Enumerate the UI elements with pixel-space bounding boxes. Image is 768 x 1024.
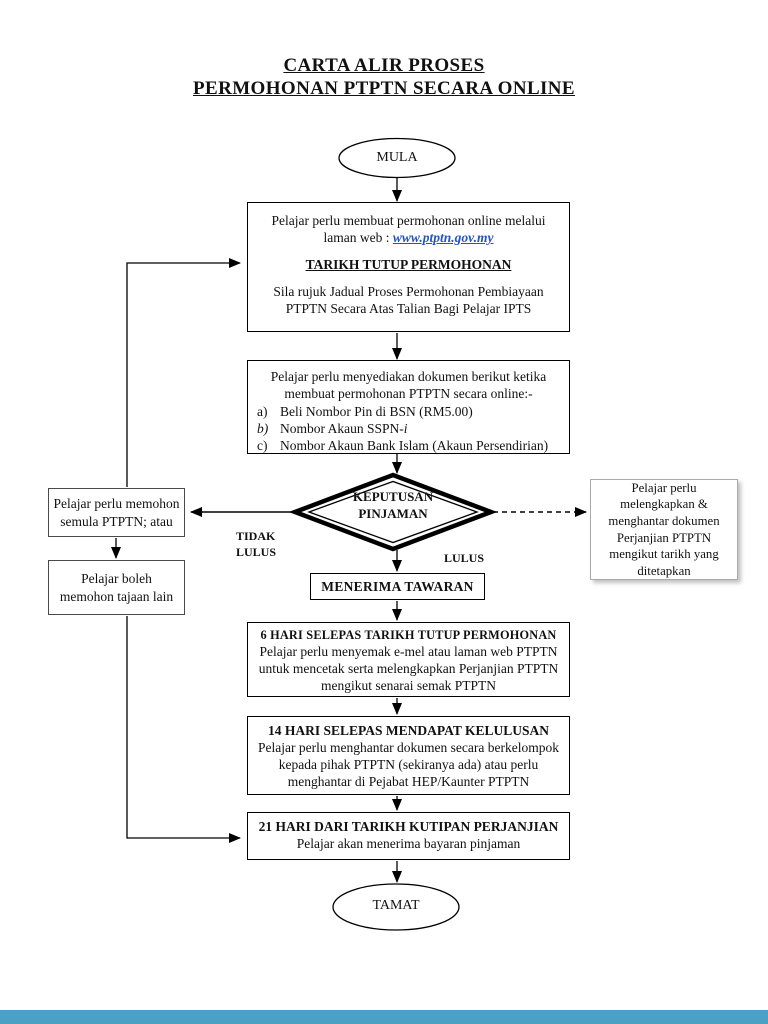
apply-note-line2: PTPTN Secara Atas Talian Bagi Pelajar IP… bbox=[285, 301, 532, 316]
six-days-line1: Pelajar perlu menyemak e-mel atau laman … bbox=[259, 644, 558, 660]
agreement-line6: ditetapkan bbox=[637, 563, 691, 578]
footer-accent-bar bbox=[0, 1010, 768, 1024]
fourteen-days-line2: kepada pihak PTPTN (sekiranya ada) atau … bbox=[278, 757, 539, 772]
branch-label-lulus: LULUS bbox=[444, 551, 485, 565]
documents-box: Pelajar perlu menyediakan dokumen beriku… bbox=[247, 360, 570, 454]
page-title-line1: CARTA ALIR PROSES bbox=[283, 55, 485, 76]
branch-label-tidak-lulus: TIDAK LULUS bbox=[236, 529, 277, 559]
agreement-line2: melengkapkan & bbox=[620, 497, 708, 512]
reapply-line1: Pelajar perlu memohon bbox=[53, 495, 180, 511]
document-item-c: c) Nombor Akaun Bank Islam (Akaun Persen… bbox=[257, 437, 569, 454]
line-other-to-payment bbox=[126, 616, 241, 843]
item-c-text: Nombor Akaun Bank Islam (Akaun Persendir… bbox=[280, 438, 549, 453]
agreement-line1: Pelajar perlu bbox=[631, 480, 697, 495]
item-a-text: Beli Nombor Pin di BSN (RM5.00) bbox=[280, 404, 473, 419]
offer-acceptance-box: MENERIMA TAWARAN bbox=[310, 573, 485, 600]
reapply-line2: semula PTPTN; atau bbox=[60, 513, 173, 529]
fourteen-days-title: 14 HARI SELEPAS MENDAPAT KELULUSAN bbox=[267, 723, 550, 738]
fourteen-days-line1: Pelajar perlu menghantar dokumen secara … bbox=[257, 740, 559, 755]
page-title-line2: PERMOHONAN PTPTN SECARA ONLINE bbox=[193, 78, 575, 100]
six-days-box: 6 HARI SELEPAS TARIKH TUTUP PERMOHONAN P… bbox=[247, 622, 570, 697]
six-days-title: 6 HARI SELEPAS TARIKH TUTUP PERMOHONAN bbox=[260, 628, 557, 642]
feedback-line-reapply-to-apply bbox=[126, 258, 241, 487]
twentyone-days-box: 21 HARI DARI TARIKH KUTIPAN PERJANJIAN P… bbox=[247, 812, 570, 860]
fourteen-days-line3: menghantar di Pejabat HEP/Kaunter PTPTN bbox=[287, 774, 530, 789]
six-days-line2: untuk mencetak serta melengkapkan Perjan… bbox=[258, 661, 559, 677]
apply-line2-prefix: laman web : bbox=[323, 230, 393, 245]
agreement-line5: mengikut tarikh yang bbox=[609, 547, 719, 562]
offer-label: MENERIMA TAWARAN bbox=[321, 579, 474, 594]
reapply-box: Pelajar perlu memohon semula PTPTN; atau bbox=[48, 488, 185, 537]
decision-line2: PINJAMAN bbox=[358, 505, 428, 521]
deadline-heading: TARIKH TUTUP PERMOHONAN bbox=[305, 257, 512, 272]
documents-intro-line1: Pelajar perlu menyediakan dokumen beriku… bbox=[270, 369, 547, 384]
start-terminal-label: MULA bbox=[376, 150, 418, 165]
other-sponsorship-box: Pelajar boleh memohon tajaan lain bbox=[48, 560, 185, 615]
item-b-text: Nombor Akaun SSPN-i bbox=[280, 421, 408, 436]
other-line2: memohon tajaan lain bbox=[59, 588, 174, 604]
six-days-line3: mengikut senarai semak PTPTN bbox=[320, 678, 497, 694]
apply-note-line1: Sila rujuk Jadual Proses Permohonan Pemb… bbox=[273, 284, 544, 299]
ptptn-website-link[interactable]: www.ptptn.gov.my bbox=[392, 230, 494, 245]
agreement-submission-box: Pelajar perlu melengkapkan & menghantar … bbox=[590, 479, 738, 580]
documents-intro-line2: membuat permohonan PTPTN secara online:- bbox=[284, 386, 533, 401]
apply-line1: Pelajar perlu membuat permohonan online … bbox=[271, 213, 546, 228]
fourteen-days-box: 14 HARI SELEPAS MENDAPAT KELULUSAN Pelaj… bbox=[247, 716, 570, 795]
decision-line1: KEPUTUSAN bbox=[352, 489, 434, 504]
decision-label: KEPUTUSAN PINJAMAN bbox=[295, 489, 491, 523]
document-item-b: b) Nombor Akaun SSPN-i bbox=[257, 420, 569, 437]
other-line1: Pelajar boleh bbox=[81, 570, 152, 586]
end-terminal-label: TAMAT bbox=[372, 898, 420, 913]
twentyone-days-title: 21 HARI DARI TARIKH KUTIPAN PERJANJIAN bbox=[258, 819, 559, 834]
agreement-line3: menghantar dokumen bbox=[608, 513, 720, 528]
twentyone-days-line1: Pelajar akan menerima bayaran pinjaman bbox=[296, 836, 521, 851]
item-b-label: b) bbox=[257, 421, 269, 436]
apply-online-box: Pelajar perlu membuat permohonan online … bbox=[247, 202, 570, 332]
document-item-a: a) Beli Nombor Pin di BSN (RM5.00) bbox=[257, 403, 569, 420]
item-a-label: a) bbox=[257, 404, 268, 419]
agreement-line4: Perjanjian PTPTN bbox=[616, 530, 712, 545]
item-c-label: c) bbox=[257, 438, 268, 453]
page-title: CARTA ALIR PROSES PERMOHONAN PTPTN SECAR… bbox=[0, 54, 768, 100]
